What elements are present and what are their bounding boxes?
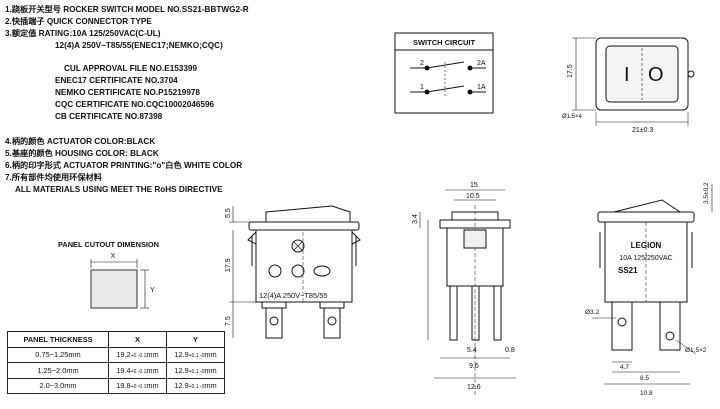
cert-cul: CUL APPROVAL FILE NO.E153399 bbox=[64, 64, 198, 73]
spec-line-rohs: ALL MATERIALS USING MEET THE RoHS DIRECT… bbox=[15, 185, 223, 194]
cell-y-tol: +0.1 -0 bbox=[188, 384, 205, 391]
table-header-row: PANEL THICKNESS X Y bbox=[7, 331, 225, 348]
right-model-text: SS21 bbox=[618, 266, 638, 275]
cell-y-unit: mm bbox=[204, 350, 217, 360]
cutout-y-label: Y bbox=[150, 287, 155, 294]
cell-x-tol: +0 -0.1 bbox=[130, 384, 147, 391]
rocker-on-symbol: I bbox=[624, 64, 630, 86]
dim-right-3-5: 3.5±0.2 bbox=[703, 182, 710, 204]
table-row: 0.75~1.25mm 19.2+0 -0.1mm 12.9+0.1 -0mm bbox=[7, 346, 225, 363]
dim-side-5-4: 5.4 bbox=[467, 347, 477, 354]
dim-front-7-5: 7.5 bbox=[225, 316, 232, 326]
cell-x-unit: mm bbox=[146, 381, 159, 391]
cell-range: 1.25~2.0mm bbox=[7, 362, 109, 379]
spec-line-model: 1.跷板开关型号 ROCKER SWITCH MODEL NO.SS21-BBT… bbox=[5, 5, 249, 14]
top-view-rocker bbox=[572, 37, 695, 126]
rocker-off-symbol: O bbox=[648, 64, 664, 86]
table-row: 2.0~3.0mm 19.8+0 -0.1mm 12.9+0.1 -0mm bbox=[7, 377, 225, 394]
cell-y-tol: +0.1 -0 bbox=[188, 353, 205, 360]
switch-circuit-title: SWITCH CIRCUIT bbox=[413, 38, 475, 47]
cell-y: 12.9 bbox=[174, 350, 189, 360]
panel-cutout-title: PANEL CUTOUT DIMENSION bbox=[58, 240, 160, 249]
header-thickness: PANEL THICKNESS bbox=[7, 331, 109, 348]
dim-right-10-8: 10.8 bbox=[640, 390, 653, 397]
spec-line-housing-color: 5.基座的颜色 HOUSING COLOR: BLACK bbox=[5, 149, 159, 158]
dim-front-5-5: 5.5 bbox=[225, 208, 232, 218]
dim-right-4-7: 4.7 bbox=[620, 364, 629, 371]
spec-line-printing: 6.柄的印字形式 ACTUATOR PRINTING:"o"白色 WHITE C… bbox=[5, 161, 243, 170]
dim-side-9-6: 9.6 bbox=[469, 363, 479, 370]
spec-line-connector: 2.快插端子 QUICK CONNECTOR TYPE bbox=[5, 17, 152, 26]
cert-enec: ENEC17 CERTIFICATE NO.3704 bbox=[55, 76, 178, 85]
cell-x-tol: +0 -0.1 bbox=[130, 368, 147, 375]
spec-line-rating: 3.额定值 RATING:10A 125/250VAC(C-UL) bbox=[5, 29, 161, 38]
spec-line-materials: 7.所有部件均使用环保材料 bbox=[5, 173, 102, 182]
side-view-switch bbox=[419, 189, 516, 395]
cell-y-unit: mm bbox=[204, 365, 217, 375]
circuit-label-2: 2 bbox=[420, 60, 424, 67]
right-view-switch bbox=[592, 184, 713, 385]
dim-side-12-6: 12.6 bbox=[467, 384, 481, 391]
cert-nemko: NEMKO CERTIFICATE NO.P15219978 bbox=[55, 88, 200, 97]
dim-top-hole: Ø1.5×4 bbox=[562, 114, 583, 120]
dim-side-0-8: 0.8 bbox=[505, 347, 515, 354]
cell-x: 19.2 bbox=[116, 350, 131, 360]
circuit-label-1: 1 bbox=[420, 84, 424, 91]
dim-side-15: 15 bbox=[470, 182, 478, 189]
dim-right-hole-1-5: Ø1.5×2 bbox=[685, 347, 707, 354]
cell-x-unit: mm bbox=[146, 365, 159, 375]
dim-right-8-5: 8.5 bbox=[640, 375, 649, 382]
dim-top-width: 21±0.3 bbox=[632, 127, 653, 134]
cert-cqc: CQC CERTIFICATE NO.CQC10002046596 bbox=[55, 100, 215, 109]
right-rating-text: 10A 125/250VAC bbox=[619, 255, 672, 262]
cell-y-tol: +0.1 -0 bbox=[188, 368, 205, 375]
cell-y: 12.9 bbox=[174, 381, 189, 391]
dim-right-hole-3-2: Ø3.2 bbox=[585, 309, 599, 316]
cert-cb: CB CERTIFICATE NO.87398 bbox=[55, 112, 163, 121]
header-y: Y bbox=[166, 331, 225, 348]
panel-thickness-table: PANEL THICKNESS X Y 0.75~1.25mm 19.2+0 -… bbox=[7, 331, 225, 394]
cell-range: 0.75~1.25mm bbox=[7, 346, 109, 363]
spec-line-actuator-color: 4.柄的颜色 ACTUATOR COLOR:BLACK bbox=[5, 137, 156, 146]
cell-x: 19.4 bbox=[116, 365, 131, 375]
dim-front-17-9: 17.9 bbox=[225, 258, 232, 272]
cutout-x-label: X bbox=[111, 253, 116, 260]
cell-x: 19.8 bbox=[116, 381, 131, 391]
table-row: 1.25~2.0mm 19.4+0 -0.1mm 12.9+0.1 -0mm bbox=[7, 362, 225, 379]
circuit-label-2a: 2A bbox=[477, 60, 486, 67]
dim-side-3-4: 3.4 bbox=[412, 214, 419, 224]
right-brand-text: LEGION bbox=[631, 241, 662, 250]
dim-top-height: 17.5 bbox=[567, 64, 574, 78]
front-view-switch bbox=[229, 205, 361, 339]
panel-cutout-shape bbox=[90, 259, 149, 309]
spec-line-rating-2: 12(4)A 250V~T85/55(ENEC17;NEMKO;CQC) bbox=[55, 41, 223, 50]
cell-y: 12.9 bbox=[174, 365, 189, 375]
switch-circuit-box bbox=[394, 32, 494, 114]
front-rating-text: 12(4)A 250V~T85/55 bbox=[259, 291, 327, 300]
cell-x-unit: mm bbox=[146, 350, 159, 360]
header-x: X bbox=[108, 331, 167, 348]
circuit-label-1a: 1A bbox=[477, 84, 486, 91]
cell-y-unit: mm bbox=[204, 381, 217, 391]
cell-x-tol: +0 -0.1 bbox=[130, 353, 147, 360]
dim-side-10-5: 10.5 bbox=[466, 193, 480, 200]
cell-range: 2.0~3.0mm bbox=[7, 377, 109, 394]
